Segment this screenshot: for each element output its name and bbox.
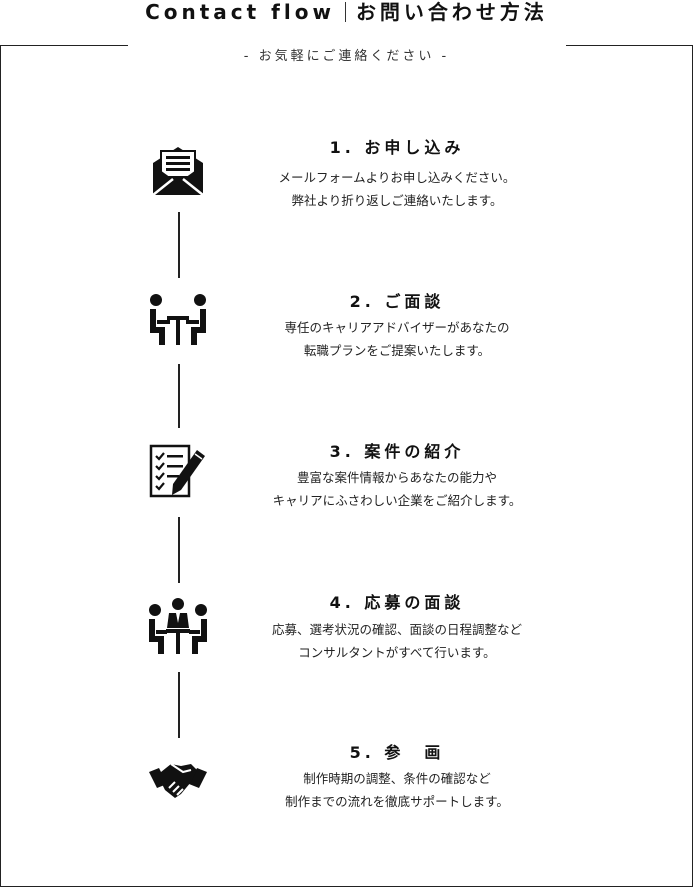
step-desc-line1: 応募、選考状況の確認、面談の日程調整など — [271, 622, 522, 637]
frame-bottom-line — [0, 886, 693, 887]
step-desc-line1: 制作時期の調整、条件の確認など — [303, 771, 491, 786]
step-interview: 4. 応募の面談 応募、選考状況の確認、面談の日程調整など コンサルタントがすべ… — [0, 587, 693, 677]
subtitle: - お気軽にご連絡ください - — [243, 49, 450, 64]
step-participation: 5. 参 画 制作時期の調整、条件の確認など 制作までの流れを徹底サポートします… — [0, 737, 693, 827]
frame-left-line — [0, 45, 1, 887]
checklist-pen-icon — [147, 442, 209, 504]
page-title: Contact flow お問い合わせ方法 — [0, 0, 693, 24]
interview-icon — [147, 596, 209, 658]
title-divider — [344, 2, 346, 22]
step-desc-line2: 転職プランをご提案いたします。 — [303, 343, 491, 358]
step-consultation: 2. ご面談 専任のキャリアアドバイザーがあなたの 転職プランをご提案いたします… — [0, 286, 693, 376]
flow-connector — [178, 364, 180, 428]
handshake-icon — [147, 750, 209, 812]
step-desc-line1: メールフォームよりお申し込みください。 — [278, 170, 516, 185]
flow-connector — [178, 212, 180, 278]
step-desc-line1: 豊富な案件情報からあなたの能力や — [296, 470, 497, 485]
step-desc-line2: キャリアにふさわしい企業をご紹介します。 — [272, 493, 522, 508]
frame-top-right-line — [566, 45, 693, 46]
step-title: 1. お申し込み — [329, 138, 465, 157]
flow-connector — [178, 672, 180, 738]
meeting-icon — [147, 289, 209, 351]
title-japanese: お問い合わせ方法 — [355, 0, 548, 24]
frame-top-left-line — [0, 45, 128, 46]
envelope-icon — [147, 141, 209, 203]
step-title: 2. ご面談 — [349, 292, 445, 311]
step-desc-line1: 専任のキャリアアドバイザーがあなたの — [284, 320, 510, 335]
step-title: 4. 応募の面談 — [329, 593, 465, 612]
flow-connector — [178, 517, 180, 583]
step-title: 5. 参 画 — [349, 743, 445, 762]
title-english: Contact flow — [145, 0, 335, 24]
step-desc-line2: 制作までの流れを徹底サポートします。 — [285, 794, 509, 809]
step-apply: 1. お申し込み メールフォームよりお申し込みください。 弊社より折り返しご連絡… — [0, 133, 693, 223]
step-introduction: 3. 案件の紹介 豊富な案件情報からあなたの能力や キャリアにふさわしい企業をご… — [0, 436, 693, 526]
step-desc-line2: 弊社より折り返しご連絡いたします。 — [291, 193, 503, 208]
step-title: 3. 案件の紹介 — [329, 442, 465, 461]
step-desc-line2: コンサルタントがすべて行います。 — [298, 645, 496, 660]
